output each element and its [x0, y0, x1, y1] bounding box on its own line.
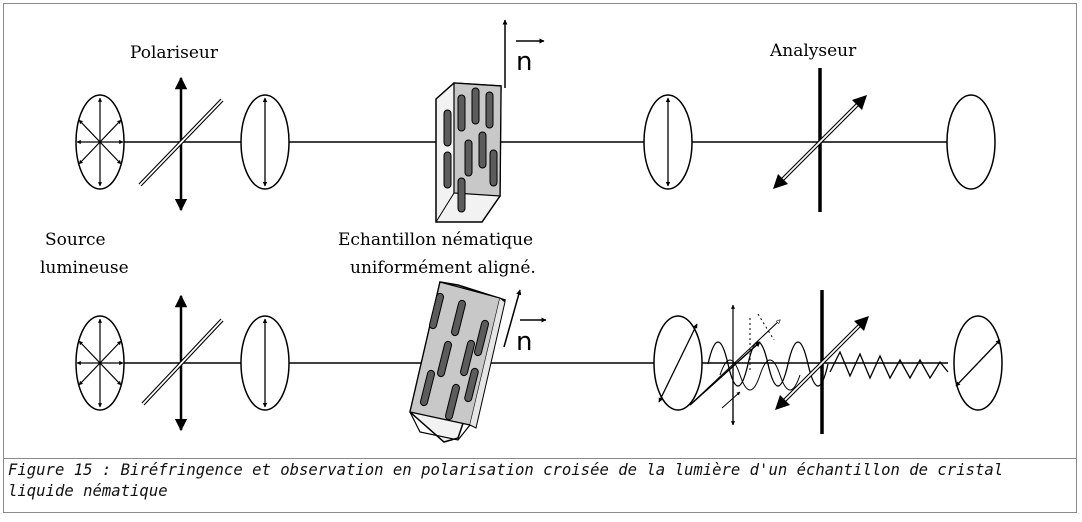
- bottom-nematic-sample: [409, 281, 506, 443]
- figure-caption: Figure 15 : Biréfringence et observation…: [8, 461, 1004, 500]
- polarizer-label: Polariseur: [130, 43, 219, 63]
- bottom-transmitted-light: [953, 315, 1003, 411]
- top-nematic-sample: [435, 82, 502, 223]
- bottom-row: n: [75, 281, 1003, 443]
- top-director-label: n: [516, 47, 532, 77]
- top-source-unpolarized: [75, 94, 125, 190]
- birefringence-components: [689, 304, 829, 426]
- source-label-line1: Source: [45, 230, 106, 250]
- top-extinction: [946, 94, 996, 190]
- sample-label-line2: uniformément aligné.: [350, 258, 536, 278]
- bottom-vertical-polarization: [240, 315, 290, 411]
- bottom-source-unpolarized: [75, 315, 125, 411]
- optical-diagram: n: [40, 19, 1003, 443]
- transmitted-wave: [829, 350, 949, 380]
- top-polarization-after-sample: [643, 94, 693, 190]
- top-polarizer: [138, 76, 224, 212]
- bottom-analyzer: [775, 290, 869, 434]
- top-vertical-polarization: [240, 94, 290, 190]
- analyzer-label: Analyseur: [769, 41, 857, 61]
- source-label-line2: lumineuse: [40, 258, 129, 278]
- bottom-director-vector: n: [503, 289, 547, 357]
- top-analyzer: [773, 68, 867, 212]
- caption-separator: [4, 458, 1076, 459]
- bottom-director-label: n: [516, 327, 532, 357]
- top-row: n: [75, 19, 996, 223]
- sample-label-line1: Echantillon nématique: [338, 230, 533, 250]
- bottom-polarization-after-sample: [653, 315, 703, 411]
- top-director-vector: n: [502, 19, 545, 88]
- bottom-polarizer: [141, 294, 224, 432]
